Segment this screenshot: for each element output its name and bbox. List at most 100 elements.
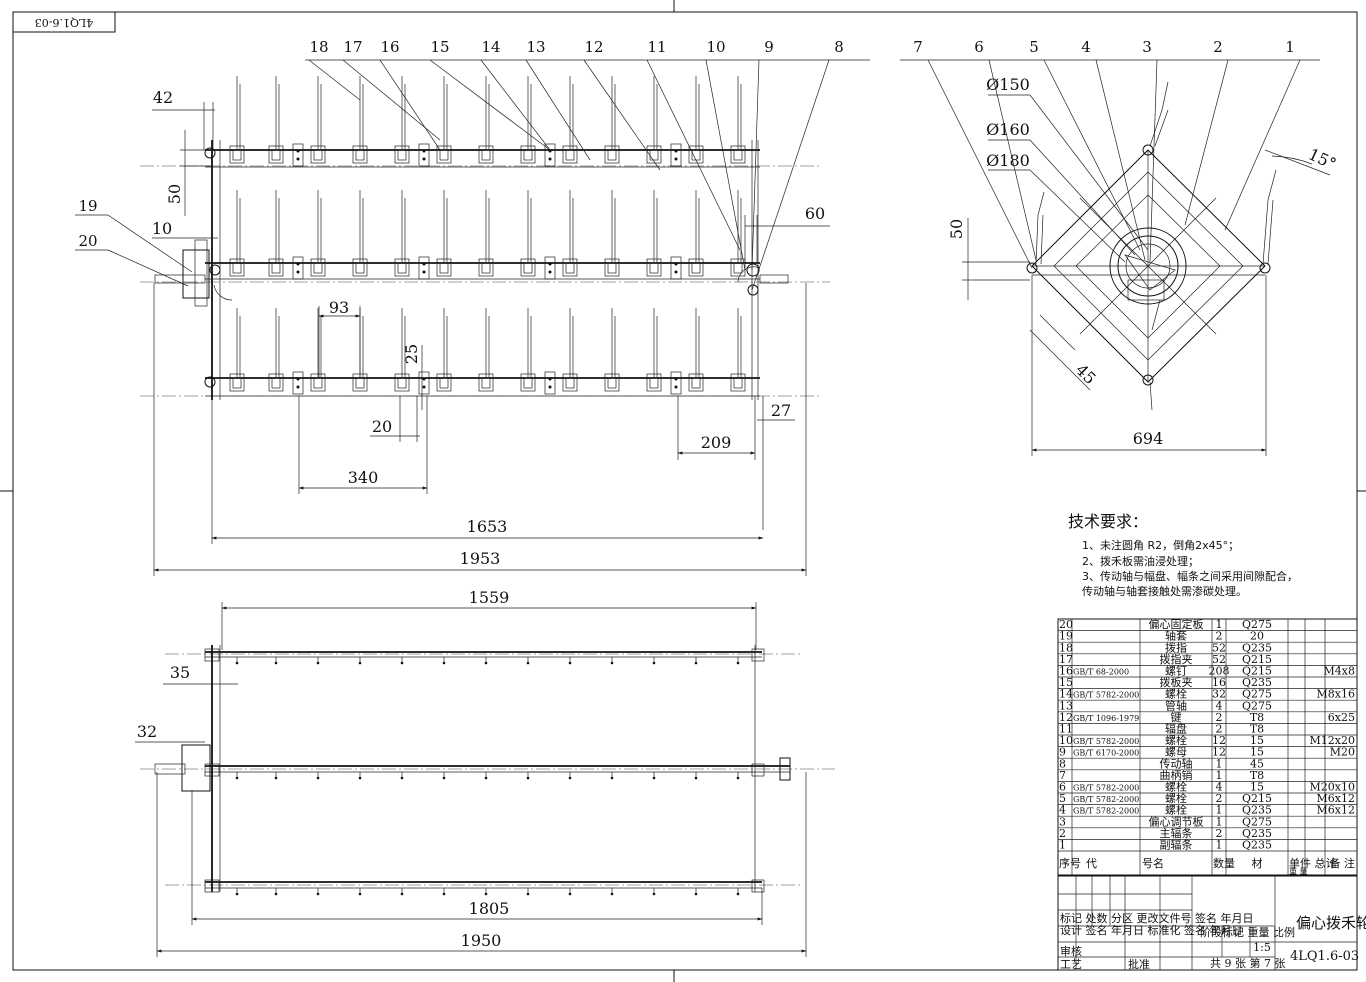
bom-no: 9	[1059, 746, 1066, 759]
balloon-18: 18	[309, 38, 328, 56]
finger-tip-dot	[484, 892, 488, 896]
finger-clamp-inner	[271, 377, 281, 389]
bom-material: Q275	[1242, 699, 1272, 712]
dim-209: 209	[701, 433, 732, 452]
bom-material: Q235	[1242, 641, 1272, 654]
bom-no: 2	[1059, 827, 1066, 840]
finger-tip-dot	[652, 892, 656, 896]
balloon-leader	[480, 59, 551, 151]
tech-line-2: 2、拨禾板需油浸处理；	[1082, 554, 1199, 568]
finger-tip-dot	[235, 892, 239, 896]
finger-tip-dot	[526, 892, 530, 896]
finger-clamp-inner	[271, 262, 281, 274]
finger-clamp	[520, 145, 536, 164]
bom-name: 拨板夹	[1160, 675, 1193, 689]
bom-material: Q215	[1242, 665, 1272, 678]
dim-25: 25	[402, 344, 421, 364]
bom-header-note: 备 注	[1330, 856, 1356, 870]
bom-no: 17	[1059, 653, 1073, 666]
finger-clamp-inner	[733, 262, 743, 274]
board-clamp-bolt	[422, 385, 426, 389]
finger-clamp	[562, 373, 578, 392]
finger-clamp-inner	[271, 149, 281, 161]
balloon-leader	[1224, 59, 1301, 231]
bom-qty: 16	[1212, 676, 1226, 689]
finger-tip-dot	[274, 776, 278, 780]
bom-qty: 4	[1216, 781, 1223, 794]
finger-clamp	[688, 373, 704, 392]
board-clamp-bolt	[296, 262, 300, 266]
finger-clamp	[436, 145, 452, 164]
dim-10: 10	[152, 219, 172, 238]
finger-tip-dot	[610, 892, 614, 896]
bom-material: Q235	[1242, 676, 1272, 689]
finger-clamp-inner	[691, 377, 701, 389]
bom-qty: 1	[1216, 804, 1223, 817]
bom-code: GB/T 5782-2000	[1073, 691, 1139, 700]
dim-phi180: Ø180	[986, 151, 1030, 170]
finger-clamp-inner	[523, 149, 533, 161]
finger-tip-dot	[484, 776, 488, 780]
finger-clamp-inner	[439, 377, 449, 389]
bom-name: 螺钉	[1165, 665, 1187, 678]
bom-material: Q275	[1242, 688, 1272, 701]
dim-50-front: 50	[165, 184, 184, 204]
finger-clamp	[520, 373, 536, 392]
finger-clamp	[478, 373, 494, 392]
front-view	[140, 76, 830, 400]
finger-tip-dot	[694, 776, 698, 780]
bom-note: M20	[1330, 746, 1355, 759]
bom-header-material: 材	[1252, 856, 1263, 870]
bom-qty: 2	[1216, 630, 1223, 643]
bom-name: 螺栓	[1165, 791, 1187, 805]
bom-material: 45	[1250, 757, 1264, 770]
finger-clamp-inner	[313, 262, 323, 274]
balloon-leader	[342, 59, 441, 141]
title-block: 标记 处数 分区 更改文件号 签名 年月日 设计 签名 年月日 标准化 签名 年…	[1057, 875, 1366, 971]
bom-material: Q235	[1242, 804, 1272, 817]
dim-1953: 1953	[460, 549, 501, 568]
end-bracket	[751, 879, 765, 893]
balloon-5: 5	[1029, 38, 1039, 56]
balloon-19: 19	[78, 197, 97, 215]
board-clamp-bolt	[422, 149, 426, 153]
bom-no: 15	[1059, 676, 1073, 689]
finger-clamp-inner	[607, 149, 617, 161]
balloon-6: 6	[974, 38, 984, 56]
finger-clamp-inner	[232, 262, 242, 274]
dim-340: 340	[348, 468, 379, 487]
finger-clamp	[562, 258, 578, 277]
balloon-15: 15	[430, 38, 449, 56]
bom-qty: 12	[1212, 746, 1226, 759]
bom-qty: 52	[1212, 653, 1226, 666]
board-clamp-bolt	[422, 157, 426, 161]
finger-clamp-inner	[232, 377, 242, 389]
finger-tip-dot	[610, 776, 614, 780]
finger-clamp	[268, 145, 284, 164]
board-clamp	[670, 143, 682, 167]
board-clamp-bolt	[548, 270, 552, 274]
bom-no: 8	[1059, 757, 1066, 770]
board-clamp-bolt	[674, 149, 678, 153]
balloon-4: 4	[1081, 38, 1091, 56]
finger-clamp	[310, 145, 326, 164]
board-clamp-bolt	[548, 377, 552, 381]
bom-material: Q215	[1242, 653, 1272, 666]
dim-1950: 1950	[461, 931, 502, 950]
bom-header-qty: 数量	[1213, 857, 1235, 870]
board-clamp-bolt	[674, 377, 678, 381]
bom-name: 偏心固定板	[1149, 617, 1204, 631]
balloon-leader	[988, 59, 1037, 261]
bom-header-no: 序号	[1059, 856, 1081, 870]
finger-clamp-inner	[565, 262, 575, 274]
finger-clamp-inner	[313, 149, 323, 161]
finger-clamp-inner	[649, 149, 659, 161]
bom-qty: 1	[1216, 815, 1223, 828]
